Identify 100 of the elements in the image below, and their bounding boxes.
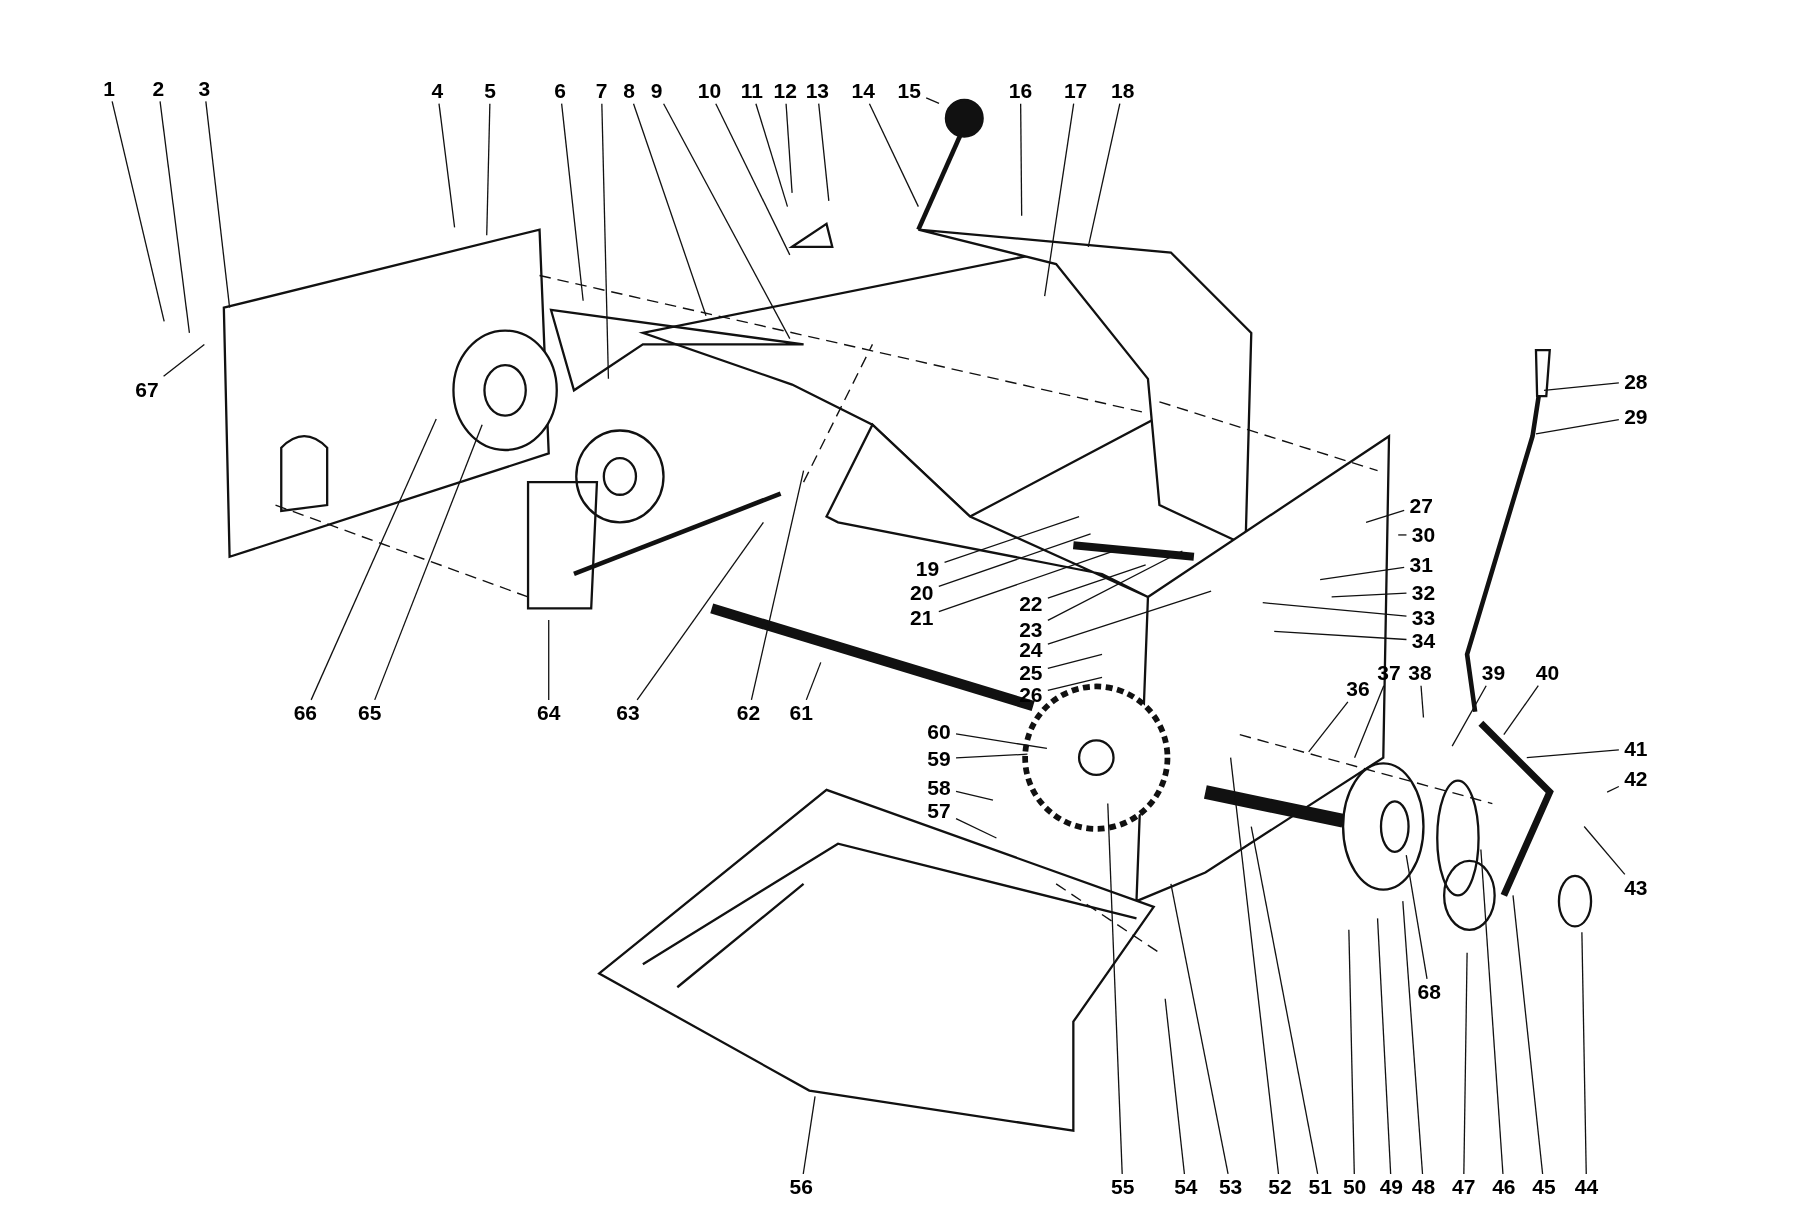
callout-number: 12 [768, 77, 803, 104]
leader-line [374, 424, 483, 701]
leader-line [1581, 931, 1587, 1175]
leader-line [1348, 929, 1355, 1175]
leader-line [802, 1095, 816, 1175]
leader-line [662, 103, 791, 340]
callout-number: 28 [1618, 368, 1653, 395]
leader-line [205, 100, 231, 309]
leader-line [438, 103, 456, 228]
callout-number: 54 [1168, 1174, 1203, 1200]
callout-number: 48 [1406, 1174, 1441, 1200]
leader-line [1451, 685, 1487, 747]
callout-number: 55 [1105, 1174, 1140, 1200]
callout-number: 1 [92, 75, 127, 102]
callout-number: 53 [1213, 1174, 1248, 1200]
leader-line [1402, 900, 1424, 1175]
leader-line [1353, 685, 1385, 759]
callout-number: 44 [1569, 1174, 1604, 1200]
leader-line [955, 817, 998, 839]
callout-number: 2 [141, 75, 176, 102]
leader-line [785, 103, 793, 194]
callout-number: 40 [1530, 659, 1565, 686]
leader-line [1606, 785, 1620, 793]
callout-number: 5 [473, 77, 508, 104]
leader-line [1273, 630, 1408, 641]
callout-number: 11 [734, 77, 769, 104]
callout-number: 64 [531, 699, 566, 726]
leader-line [1087, 103, 1121, 248]
callout-number: 21 [904, 604, 939, 631]
callout-number: 43 [1618, 874, 1653, 901]
leader-line [1020, 103, 1023, 217]
leader-line [1331, 592, 1408, 598]
leader-line [162, 343, 205, 377]
leader-line [1463, 952, 1468, 1175]
callout-number: 18 [1105, 77, 1140, 104]
leader-line [601, 103, 610, 380]
callout-number: 51 [1303, 1174, 1338, 1200]
callout-number: 59 [922, 745, 956, 772]
callout-number: 42 [1618, 765, 1653, 792]
leader-line [1420, 685, 1425, 719]
callout-number: 19 [910, 555, 945, 582]
callout-number: 27 [1404, 492, 1439, 519]
callout-number: 22 [1013, 590, 1048, 617]
leader-line [938, 550, 1115, 613]
callout-number: 3 [187, 75, 222, 102]
leader-line [560, 103, 584, 302]
leader-line [1047, 590, 1212, 645]
leader-line [1405, 854, 1428, 980]
leader-line [1229, 757, 1280, 1175]
callout-number: 41 [1618, 735, 1653, 762]
callout-number: 68 [1412, 978, 1447, 1005]
callout-number: 63 [610, 699, 645, 726]
callout-number: 20 [904, 579, 939, 606]
leader-line [955, 733, 1048, 750]
leader-line [1397, 534, 1408, 536]
callout-number: 17 [1058, 77, 1093, 104]
callout-number: 32 [1406, 579, 1441, 606]
leader-line [925, 97, 940, 104]
leader-line [1365, 509, 1405, 523]
leader-line [111, 100, 165, 323]
leader-line [548, 619, 550, 701]
leader-line [1535, 419, 1620, 435]
leader-line [1044, 103, 1075, 297]
leader-line [715, 103, 791, 256]
leader-line [1526, 749, 1620, 759]
leader-line [1047, 653, 1103, 669]
callout-number: 52 [1262, 1174, 1297, 1200]
callout-number: 36 [1341, 675, 1376, 702]
callout-number: 4 [420, 77, 455, 104]
leader-line [1107, 802, 1123, 1175]
leader-line [943, 515, 1080, 564]
leader-line [1319, 566, 1405, 581]
callout-number: 67 [129, 376, 164, 403]
leader-line [1047, 564, 1147, 599]
callout-number: 47 [1446, 1174, 1481, 1200]
leader-line [1308, 701, 1349, 753]
callout-number: 16 [1003, 77, 1038, 104]
leader-line [938, 533, 1092, 588]
callout-number: 6 [543, 77, 578, 104]
leader-line [486, 103, 491, 236]
leader-line [805, 661, 822, 701]
callout-number: 29 [1618, 403, 1653, 430]
callout-number: 38 [1403, 659, 1437, 686]
leader-line [955, 790, 994, 801]
callout-number: 39 [1476, 659, 1511, 686]
callout-number: 61 [784, 699, 819, 726]
leader-line [1376, 917, 1392, 1175]
leader-line [1512, 894, 1544, 1175]
callout-number: 49 [1374, 1174, 1409, 1200]
callout-number: 45 [1527, 1174, 1561, 1200]
leader-line [1583, 825, 1626, 875]
callout-number: 31 [1404, 551, 1439, 578]
callout-number: 62 [731, 699, 766, 726]
callout-number: 14 [846, 77, 881, 104]
callout-number: 60 [922, 718, 956, 745]
leader-line [632, 103, 707, 317]
leader-line [818, 103, 830, 202]
callout-number: 65 [352, 699, 387, 726]
leader-line [755, 103, 789, 208]
callout-number: 66 [288, 699, 323, 726]
